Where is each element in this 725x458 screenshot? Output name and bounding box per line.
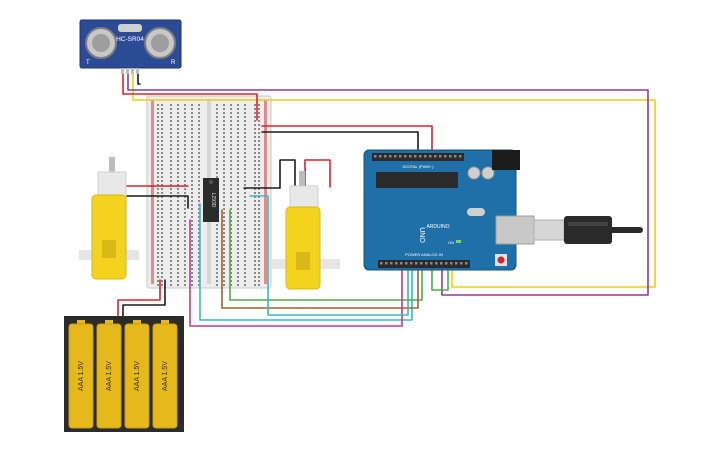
battery-cell-label: AAA 1.5V <box>134 361 141 391</box>
analog-header <box>378 260 470 268</box>
sensor-pin-t-label: T <box>86 60 90 66</box>
battery-cell: AAA 1.5V <box>124 320 150 429</box>
wire-black-motor-right <box>243 159 296 189</box>
sensor-pin-r-label: R <box>171 60 176 66</box>
sensor-label: HC-SR04 <box>116 36 144 43</box>
usb-cable <box>533 216 643 244</box>
header-bottom-label: POWER ANALOG IN <box>405 252 443 257</box>
digital-header <box>372 153 464 161</box>
on-led-label: ON <box>448 240 454 245</box>
wire-black-arduino <box>261 131 419 153</box>
digital-pins <box>374 155 462 158</box>
wire-red-motor-right <box>304 159 331 188</box>
power-jack <box>492 150 520 170</box>
wire-cyan <box>199 203 413 321</box>
wire-black-motor-left <box>126 195 189 209</box>
wire-black-battery <box>122 279 166 319</box>
motor-driver-chip[interactable]: L293D <box>203 178 219 222</box>
atmega-chip <box>376 172 458 188</box>
header-top-label: DIGITAL (PWM~) <box>403 164 435 169</box>
gear-motor-left[interactable] <box>79 157 139 280</box>
wire-green-2 <box>431 267 449 291</box>
arduino-uno[interactable]: DIGITAL (PWM~) POWER ANALOG IN ARDUINO U… <box>363 149 535 271</box>
ultrasonic-sensor[interactable]: HC-SR04 T R <box>79 19 182 74</box>
chip-label: L293D <box>210 193 216 208</box>
arduino-brand: ARDUINO <box>426 224 449 230</box>
wire-green <box>229 209 423 301</box>
wire-red-sensor <box>122 71 258 121</box>
wires <box>117 71 656 327</box>
wire-magenta <box>189 219 403 327</box>
usb-port <box>495 215 535 245</box>
battery-cell: AAA 1.5V <box>68 320 94 429</box>
wire-red-battery <box>117 279 161 319</box>
arduino-model: UNO <box>418 227 425 243</box>
wire-black-sensor <box>137 71 141 85</box>
analog-pins <box>380 262 468 265</box>
battery-cell-label: AAA 1.5V <box>106 361 113 391</box>
battery-cell: AAA 1.5V <box>96 320 122 429</box>
battery-cell: AAA 1.5V <box>152 320 178 429</box>
battery-pack[interactable]: AAA 1.5V AAA 1.5V AAA 1.5V AAA 1.5V <box>64 316 184 432</box>
wire-yellow <box>132 71 656 288</box>
battery-cell-label: AAA 1.5V <box>78 361 85 391</box>
wire-cyan-2 <box>249 195 409 316</box>
wire-red-arduino <box>261 125 433 153</box>
battery-cell-label: AAA 1.5V <box>162 361 169 391</box>
gear-motor-right[interactable] <box>272 171 340 290</box>
wire-brown <box>221 209 419 309</box>
